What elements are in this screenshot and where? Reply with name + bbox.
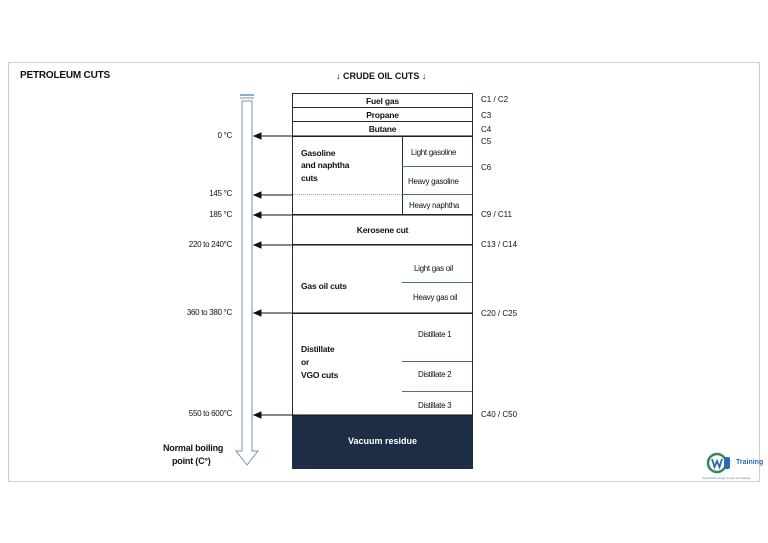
logo-tagline: Spread the wings of your knowledge	[702, 476, 751, 480]
temp-220-240: 220 to 240°C	[188, 240, 233, 249]
cut-distillate-line2: or	[301, 357, 310, 367]
cut-kerosene: Kerosene cut	[356, 225, 409, 235]
subcut-distillate-3: Distillate 3	[418, 401, 452, 410]
wr-logo-mark-icon	[706, 452, 730, 474]
crude-oil-cuts-header: ↓ CRUDE OIL CUTS ↓	[336, 71, 427, 81]
cut-distillate-line3: VGO cuts	[301, 370, 339, 380]
temp-360-380: 360 to 380 °C	[186, 308, 232, 317]
carbon-c40-c50: C40 / C50	[481, 410, 518, 419]
cut-gasoline-line2: and naphtha	[301, 160, 350, 170]
cut-propane: Propane	[366, 110, 399, 120]
carbon-c13-c14: C13 / C14	[481, 240, 518, 249]
cut-butane: Butane	[368, 124, 397, 134]
cut-gasoline-line3: cuts	[301, 173, 318, 183]
subcut-light-gasoline: Light gasoline	[411, 148, 457, 157]
carbon-c5: C5	[481, 137, 492, 146]
cut-gasoline-line1: Gasoline	[301, 148, 336, 158]
subcut-distillate-2: Distillate 2	[418, 370, 452, 379]
subcut-heavy-gas-oil: Heavy gas oil	[413, 293, 458, 302]
vacuum-residue-block: Vacuum residue	[292, 415, 473, 469]
cut-vacuum-residue: Vacuum residue	[347, 436, 418, 446]
subcut-light-gas-oil: Light gas oil	[414, 264, 453, 273]
cut-gas-oil: Gas oil cuts	[301, 281, 347, 291]
carbon-c20-c25: C20 / C25	[481, 309, 518, 318]
carbon-c1-c2: C1 / C2	[481, 95, 509, 104]
axis-label-line2: point (C°)	[172, 456, 211, 466]
carbon-c6: C6	[481, 163, 492, 172]
temperature-arrows	[252, 132, 473, 419]
subcut-distillate-1: Distillate 1	[418, 330, 452, 339]
logo-text: Training	[736, 459, 764, 466]
boiling-point-arrow	[234, 94, 260, 466]
carbon-c9-c11: C9 / C11	[481, 210, 512, 219]
carbon-c4: C4	[481, 125, 492, 134]
subcut-heavy-gasoline: Heavy gasoline	[408, 177, 459, 186]
temp-185: 185 °C	[209, 210, 232, 219]
cut-distillate-line1: Distillate	[301, 344, 335, 354]
slide-frame	[8, 62, 760, 482]
temp-145: 145 °C	[209, 189, 232, 198]
cut-fuel-gas: Fuel gas	[366, 96, 399, 106]
subcut-heavy-naphtha: Heavy naphtha	[409, 201, 459, 210]
carbon-c3: C3	[481, 111, 492, 120]
axis-label-line1: Normal boiling	[163, 443, 224, 453]
page-title: PETROLEUM CUTS	[20, 70, 110, 81]
temp-550-600: 550 to 600°C	[188, 409, 233, 418]
temp-0: 0 °C	[217, 131, 233, 140]
